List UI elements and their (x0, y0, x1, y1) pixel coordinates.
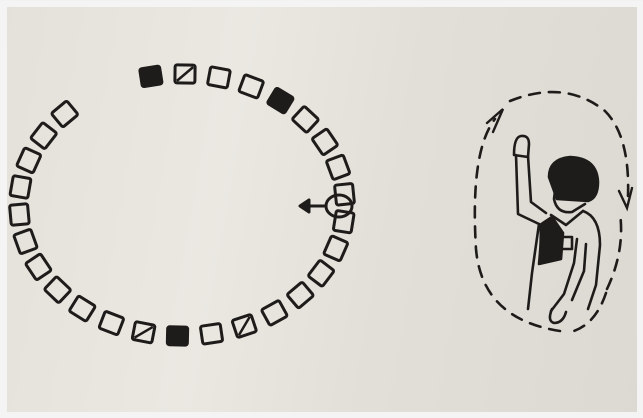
desk-6 (312, 129, 338, 156)
raised-hand-person-icon (514, 136, 600, 323)
desk-23 (10, 204, 30, 226)
desk-5 (292, 106, 319, 133)
desk-16 (167, 327, 187, 345)
desk-27 (51, 101, 78, 128)
desk-20 (44, 276, 71, 303)
desk-13 (261, 300, 287, 325)
desk-3 (239, 74, 264, 98)
desk-21 (25, 254, 51, 281)
desk-9 (333, 210, 354, 233)
dashed-oval-arrows-icon (475, 92, 632, 331)
desk-18 (99, 311, 124, 335)
desk-2 (207, 67, 230, 88)
desk-17 (132, 322, 155, 343)
desk-7 (326, 155, 350, 180)
desk-22 (14, 229, 38, 254)
desk-24 (10, 176, 31, 199)
desk-1 (175, 65, 195, 83)
desk-0 (140, 66, 163, 87)
desk-25 (16, 148, 41, 174)
desk-26 (30, 122, 56, 149)
desk-14 (232, 314, 257, 337)
desk-11 (308, 260, 334, 287)
desk-19 (69, 296, 95, 322)
desk-12 (287, 282, 314, 309)
desk-4 (267, 88, 293, 114)
desk-10 (324, 236, 349, 262)
balloon-pointer-icon (300, 195, 352, 217)
desk-15 (200, 323, 222, 344)
